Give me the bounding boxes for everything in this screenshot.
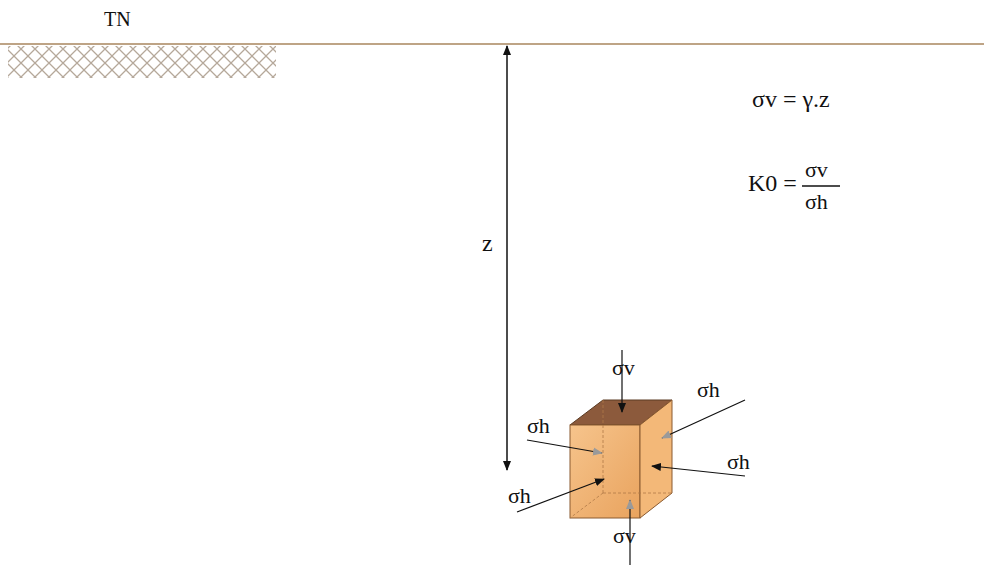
stress-label: σh: [527, 414, 550, 438]
depth-label: z: [482, 230, 493, 256]
stress-label: σv: [613, 524, 636, 548]
stress-arrow: [527, 440, 602, 453]
stress-label: σh: [697, 378, 720, 402]
fraction-denominator: σh: [805, 190, 828, 214]
ground-hatch: [8, 46, 276, 78]
fraction-numerator: σv: [805, 158, 828, 182]
formula: K0 =: [748, 170, 797, 196]
stress-label: σh: [727, 450, 750, 474]
formula: σv = γ.z: [752, 86, 830, 112]
stress-label: σv: [612, 356, 635, 380]
stress-label: σh: [508, 484, 531, 508]
stress-arrow: [662, 400, 745, 438]
depth-arrow: [506, 46, 508, 470]
fraction-bar: [802, 185, 840, 187]
soil-cube: [570, 400, 672, 518]
ground-line: [0, 43, 984, 45]
ground-label: TN: [104, 8, 131, 30]
